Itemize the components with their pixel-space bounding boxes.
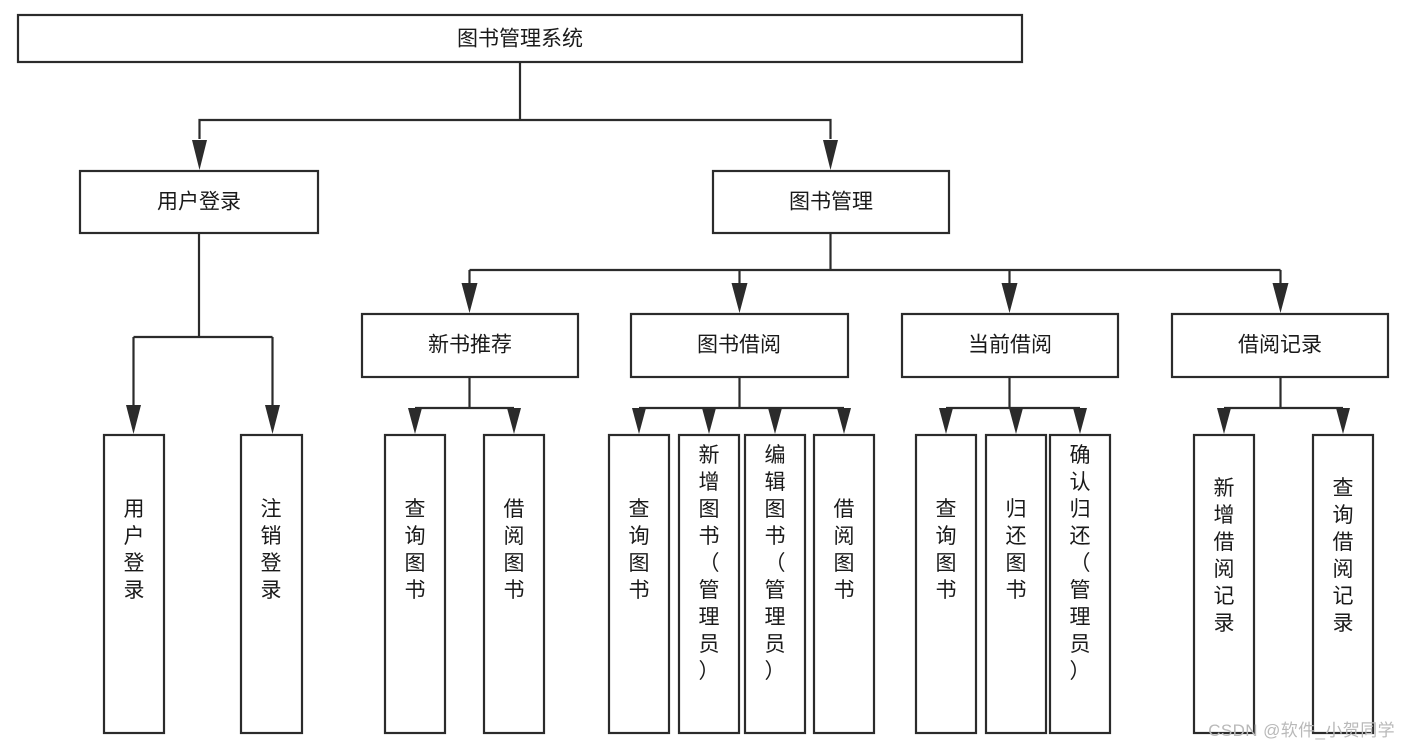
- node-book-manage[interactable]: 图书管理: [711, 169, 951, 235]
- node-new-book-recommend[interactable]: 新书推荐: [360, 312, 580, 379]
- leaf-confirm-return-label: 确认归还（管理员）: [1070, 444, 1091, 683]
- node-root[interactable]: 图书管理系统: [16, 13, 1024, 64]
- arrow-to-book-borrow: [731, 283, 748, 313]
- leaf-query-book-2-box[interactable]: [607, 433, 671, 735]
- node-current-borrow[interactable]: 当前借阅: [900, 312, 1120, 379]
- leaf-query-borrow-record-box[interactable]: [1311, 433, 1375, 735]
- node-borrow-record-box[interactable]: [1170, 312, 1390, 379]
- connector-root-stem: [198, 118, 832, 139]
- leaf-add-borrow-record[interactable]: 新增借阅记录: [1192, 433, 1256, 735]
- node-book-borrow-label: 图书借阅: [697, 334, 781, 357]
- leaf-return-book-label: 归还图书: [1006, 498, 1027, 602]
- leaf-add-borrow-record-label: 新增借阅记录: [1214, 477, 1235, 635]
- arrow-to-query-book-2: [632, 408, 646, 434]
- leaf-borrow-book-1-label: 借阅图书: [504, 498, 525, 602]
- leaf-user-logout-box[interactable]: [239, 433, 304, 735]
- leaf-user-logout[interactable]: 注销登录: [239, 433, 304, 735]
- arrow-to-borrow-book-1: [507, 408, 521, 434]
- leaf-query-book-1-box[interactable]: [383, 433, 447, 735]
- node-new-book-recommend-box[interactable]: [360, 312, 580, 379]
- arrow-to-query-book-3: [939, 408, 953, 434]
- node-book-manage-label: 图书管理: [789, 191, 873, 214]
- leaf-query-borrow-record-label: 查询借阅记录: [1333, 477, 1354, 635]
- arrow-to-borrow-record: [1272, 283, 1289, 313]
- leaf-return-book[interactable]: 归还图书: [984, 433, 1048, 735]
- arrow-to-return-book: [1009, 408, 1023, 434]
- leaf-add-book-box[interactable]: [677, 433, 741, 735]
- node-user-login-label: 用户登录: [157, 191, 241, 214]
- node-root-label: 图书管理系统: [457, 28, 583, 51]
- leaf-add-book[interactable]: 新增图书（管理员）: [677, 433, 741, 735]
- leaf-borrow-book-2-label: 借阅图书: [834, 498, 855, 602]
- node-current-borrow-box[interactable]: [900, 312, 1120, 379]
- node-book-borrow[interactable]: 图书借阅: [629, 312, 850, 379]
- leaf-edit-book-label: 编辑图书（管理员）: [765, 444, 786, 683]
- node-borrow-record[interactable]: 借阅记录: [1170, 312, 1390, 379]
- leaf-query-borrow-record[interactable]: 查询借阅记录: [1311, 433, 1375, 735]
- node-root-box[interactable]: [16, 13, 1024, 64]
- node-new-book-recommend-label: 新书推荐: [428, 334, 512, 357]
- leaf-user-login-do-label: 用户登录: [124, 498, 145, 602]
- node-book-manage-box[interactable]: [711, 169, 951, 235]
- leaf-add-borrow-record-box[interactable]: [1192, 433, 1256, 735]
- leaf-return-book-box[interactable]: [984, 433, 1048, 735]
- arrow-to-add-book: [702, 408, 716, 434]
- leaf-query-book-1-label: 查询图书: [405, 498, 426, 602]
- node-borrow-record-label: 借阅记录: [1238, 334, 1322, 357]
- leaf-add-book-label: 新增图书（管理员）: [699, 444, 720, 683]
- arrow-to-user-logout: [265, 405, 280, 434]
- leaf-edit-book[interactable]: 编辑图书（管理员）: [743, 433, 807, 735]
- leaf-query-book-2[interactable]: 查询图书: [607, 433, 671, 735]
- leaf-borrow-book-2[interactable]: 借阅图书: [812, 433, 876, 735]
- arrow-to-user-login: [192, 140, 207, 170]
- leaf-edit-book-box[interactable]: [743, 433, 807, 735]
- leaf-user-login-do-box[interactable]: [102, 433, 166, 735]
- leaf-borrow-book-1-box[interactable]: [482, 433, 546, 735]
- leaf-user-logout-label: 注销登录: [261, 498, 282, 602]
- leaf-borrow-book-1[interactable]: 借阅图书: [482, 433, 546, 735]
- leaf-query-book-3-label: 查询图书: [936, 498, 957, 602]
- arrow-to-edit-book: [768, 408, 782, 434]
- arrow-to-add-borrow-record: [1217, 408, 1231, 434]
- arrow-to-query-borrow-record: [1336, 408, 1350, 434]
- arrow-to-confirm-return: [1073, 408, 1087, 434]
- node-user-login[interactable]: 用户登录: [78, 169, 320, 235]
- node-book-borrow-box[interactable]: [629, 312, 850, 379]
- leaf-confirm-return-box[interactable]: [1048, 433, 1112, 735]
- leaf-confirm-return[interactable]: 确认归还（管理员）: [1048, 433, 1112, 735]
- leaf-query-book-3-box[interactable]: [914, 433, 978, 735]
- arrow-to-borrow-book-2: [837, 408, 851, 434]
- leaf-query-book-1[interactable]: 查询图书: [383, 433, 447, 735]
- connector-layer: [126, 62, 1350, 434]
- node-current-borrow-label: 当前借阅: [968, 334, 1052, 357]
- arrow-to-user-login-do: [126, 405, 141, 434]
- arrow-to-book-manage: [823, 140, 838, 170]
- leaf-borrow-book-2-box[interactable]: [812, 433, 876, 735]
- leaf-query-book-2-label: 查询图书: [629, 498, 650, 602]
- leaf-query-book-3[interactable]: 查询图书: [914, 433, 978, 735]
- arrow-to-current-borrow: [1001, 283, 1018, 313]
- arrow-to-query-book-1: [408, 408, 422, 434]
- arrow-to-new-book-recommend: [461, 283, 478, 313]
- leaf-user-login-do[interactable]: 用户登录: [102, 433, 166, 735]
- node-user-login-box[interactable]: [78, 169, 320, 235]
